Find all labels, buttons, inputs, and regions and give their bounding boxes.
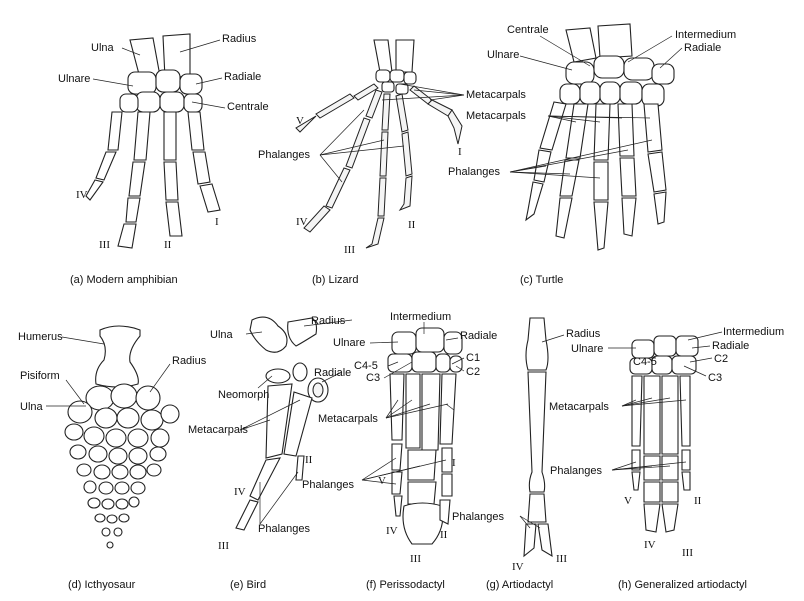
perissodactyl-phalanges — [391, 443, 453, 545]
caption-c: (c) Turtle — [520, 274, 563, 286]
perissodactyl-carpals — [387, 327, 463, 373]
turtle-carpals — [559, 55, 675, 107]
gen-artiodactyl-digit-ii: II — [694, 495, 702, 507]
bird-metacarpals-label: Metacarpals — [188, 424, 248, 436]
perissodactyl-digit-v: V — [378, 475, 386, 487]
amphibian-ulna-label: Ulna — [91, 42, 115, 54]
gen-artiodactyl-ulnare-label: Ulnare — [571, 343, 603, 355]
caption-a: (a) Modern amphibian — [70, 274, 178, 286]
icthyosaur-paddle-bones — [64, 383, 180, 549]
artiodactyl-radius-label: Radius — [566, 328, 601, 340]
turtle-metacarpals-label: Metacarpals — [466, 110, 526, 122]
panel-d-icthyosaur: Humerus Radius Pisiform Ulna (d) Icthyos… — [18, 325, 207, 591]
panel-b-lizard: Metacarpals Phalanges V IV III II I (b) … — [258, 39, 526, 286]
lizard-metacarpals-label: Metacarpals — [466, 89, 526, 101]
perissodactyl-c1-label: C1 — [466, 352, 480, 364]
gen-artiodactyl-metacarpals — [631, 375, 691, 455]
amphibian-digits — [85, 111, 221, 249]
gen-artiodactyl-phalanges — [631, 449, 691, 533]
amphibian-ulnare-label: Ulnare — [58, 73, 90, 85]
bird-radiale-label: Radiale — [314, 367, 351, 379]
panel-h-generalized-artiodactyl: Intermedium Ulnare Radiale C4-5 C2 C3 Me… — [549, 326, 784, 591]
perissodactyl-radiale-label: Radiale — [460, 330, 497, 342]
bird-neomorph-label: Neomorph — [218, 389, 269, 401]
amphibian-digit-i: I — [215, 216, 219, 228]
perissodactyl-metacarpals-label: Metacarpals — [318, 413, 378, 425]
panel-a-amphibian: Ulna Radius Ulnare Radiale Centrale IV I… — [58, 33, 269, 286]
lizard-digit-iii: III — [344, 244, 355, 256]
gen-artiodactyl-carpals — [629, 335, 699, 375]
icthyosaur-pisiform-label: Pisiform — [20, 370, 60, 382]
perissodactyl-c3-label: C3 — [366, 372, 380, 384]
lizard-digit-iv: IV — [296, 216, 308, 228]
caption-g: (g) Artiodactyl — [486, 579, 553, 591]
bird-digit-iv: IV — [234, 486, 246, 498]
lizard-digit-i: I — [458, 146, 462, 158]
bird-phalanges-label: Phalanges — [258, 523, 310, 535]
turtle-radiale-label: Radiale — [684, 42, 721, 54]
bird-radius-label: Radius — [311, 315, 346, 327]
perissodactyl-digit-iv: IV — [386, 525, 398, 537]
bird-digit-iii: III — [218, 540, 229, 552]
lizard-digit-v: V — [296, 115, 304, 127]
bird-ulna-label: Ulna — [210, 329, 234, 341]
perissodactyl-digit-i: I — [452, 457, 456, 469]
perissodactyl-c2-label: C2 — [466, 366, 480, 378]
gen-artiodactyl-intermedium-label: Intermedium — [723, 326, 784, 338]
icthyosaur-ulna-label: Ulna — [20, 401, 44, 413]
artiodactyl-phalanges-label: Phalanges — [452, 511, 504, 523]
panel-e-bird: Ulna Radius Radiale Neomorph Metacarpals… — [188, 315, 353, 591]
turtle-phalanges-label: Phalanges — [448, 166, 500, 178]
caption-e: (e) Bird — [230, 579, 266, 591]
icthyosaur-humerus-label: Humerus — [18, 331, 63, 343]
panel-g-artiodactyl: Radius Phalanges IV III (g) Artiodactyl — [452, 317, 601, 591]
amphibian-digit-iv: IV — [76, 189, 88, 201]
icthyosaur-radius-label: Radius — [172, 355, 207, 367]
panel-c-turtle: Centrale Intermedium Ulnare Radiale Meta… — [448, 23, 736, 286]
perissodactyl-c45-label: C4-5 — [354, 360, 378, 372]
perissodactyl-digit-ii: II — [440, 529, 448, 541]
bird-digit-ii: II — [305, 454, 313, 466]
panel-f-perissodactyl: Intermedium Ulnare Radiale C4-5 C3 C1 C2… — [302, 311, 497, 591]
gen-artiodactyl-c45-label: C4-5 — [633, 356, 657, 368]
lizard-digit-ii: II — [408, 219, 416, 231]
amphibian-centrale-label: Centrale — [227, 101, 269, 113]
lizard-phalanges-label: Phalanges — [258, 149, 310, 161]
icthyosaur-humerus-bone — [95, 325, 141, 388]
perissodactyl-intermedium-label: Intermedium — [390, 311, 451, 323]
caption-d: (d) Icthyosaur — [68, 579, 136, 591]
amphibian-digit-ii: II — [164, 239, 172, 251]
gen-artiodactyl-radiale-label: Radiale — [712, 340, 749, 352]
turtle-ulnare-label: Ulnare — [487, 49, 519, 61]
gen-artiodactyl-digit-iv: IV — [644, 539, 656, 551]
amphibian-radius-label: Radius — [222, 33, 257, 45]
perissodactyl-phalanges-label: Phalanges — [302, 479, 354, 491]
amphibian-carpals — [119, 69, 203, 113]
gen-artiodactyl-digit-v: V — [624, 495, 632, 507]
lizard-carpals — [375, 69, 417, 95]
gen-artiodactyl-digit-iii: III — [682, 547, 693, 559]
gen-artiodactyl-c3-label: C3 — [708, 372, 722, 384]
gen-artiodactyl-metacarpals-label: Metacarpals — [549, 401, 609, 413]
perissodactyl-ulnare-label: Ulnare — [333, 337, 365, 349]
turtle-digits — [525, 101, 667, 251]
artiodactyl-digit-iii: III — [556, 553, 567, 565]
turtle-centrale-label: Centrale — [507, 24, 549, 36]
lizard-digits — [295, 83, 463, 249]
caption-f: (f) Perissodactyl — [366, 579, 445, 591]
amphibian-radiale-label: Radiale — [224, 71, 261, 83]
amphibian-digit-iii: III — [99, 239, 110, 251]
caption-h: (h) Generalized artiodactyl — [618, 579, 747, 591]
perissodactyl-digit-iii: III — [410, 553, 421, 565]
gen-artiodactyl-phalanges-label: Phalanges — [550, 465, 602, 477]
turtle-intermedium-label: Intermedium — [675, 29, 736, 41]
artiodactyl-digit-iv: IV — [512, 561, 524, 573]
gen-artiodactyl-c2-label: C2 — [714, 353, 728, 365]
caption-b: (b) Lizard — [312, 274, 358, 286]
perissodactyl-metacarpals — [389, 373, 457, 451]
